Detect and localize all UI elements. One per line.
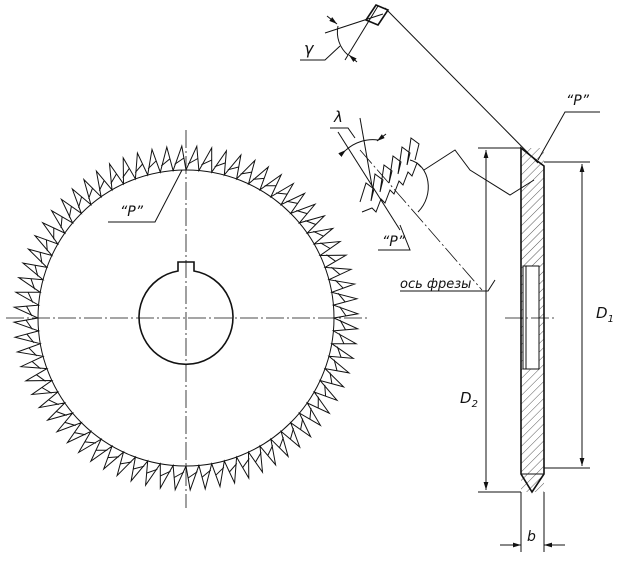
lambda-arrow-left [340, 150, 346, 155]
section-p-leader [538, 112, 600, 160]
d1-label: D1 [596, 304, 614, 325]
hob-teeth [360, 138, 421, 212]
section-projection-line [385, 8, 538, 163]
b-label: b [527, 529, 536, 545]
section-cut-line [424, 150, 534, 195]
hob-detail: λ “P” ось фрезы [330, 108, 534, 292]
gamma-arrow-top [327, 16, 337, 24]
gamma-label: γ [304, 39, 315, 58]
cutter-wheel-view: “P” [6, 130, 367, 508]
gamma-arc [337, 26, 348, 55]
lambda-label: λ [333, 108, 343, 126]
lambda-ref-line [338, 132, 400, 230]
hob-end-curve [410, 160, 428, 212]
gamma-arrow-bottom [349, 55, 357, 62]
gamma-ref-line-1 [345, 6, 378, 60]
hob-axis-line [360, 150, 482, 290]
d2-label: D2 [460, 389, 478, 410]
rake-angle-detail: γ [300, 5, 538, 163]
hob-p-label: “P” [382, 234, 406, 250]
cross-section-view: “P” D1 D2 b [460, 93, 614, 552]
section-p-label: “P” [566, 93, 590, 109]
lambda-leader [330, 128, 355, 138]
wheel-p-label: “P” [120, 204, 144, 220]
lambda-arrow-right [377, 134, 386, 141]
lambda-arc [346, 140, 378, 150]
axis-label: ось фрезы [400, 277, 471, 292]
section-bore [523, 266, 539, 369]
